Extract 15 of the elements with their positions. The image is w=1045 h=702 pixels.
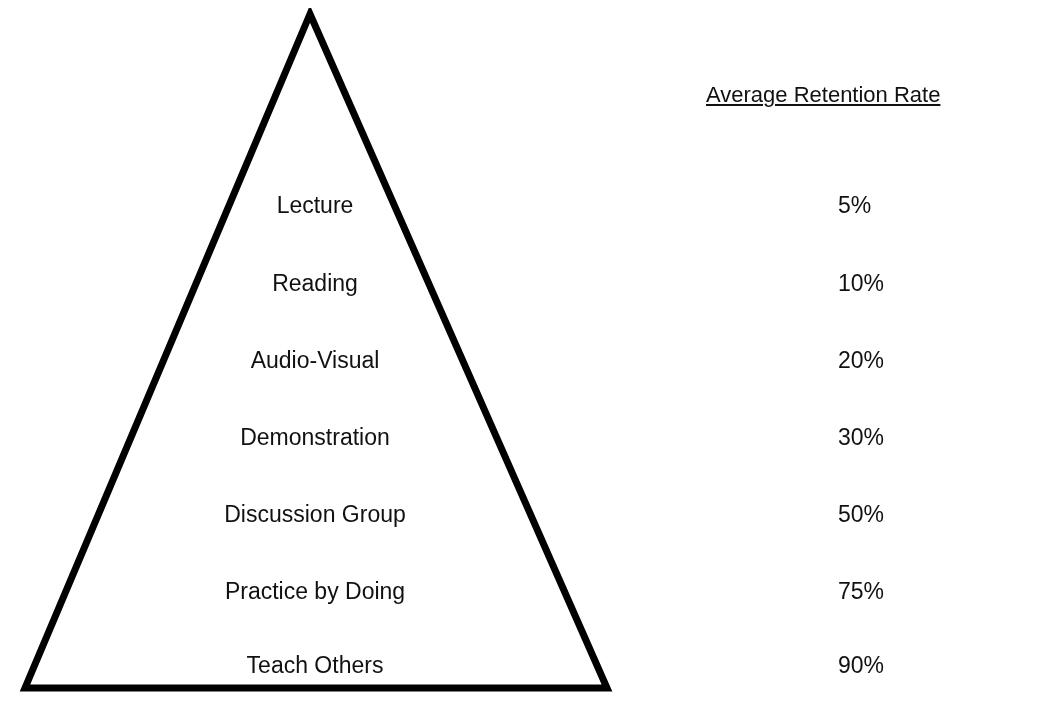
percentage-label: 75% xyxy=(838,577,885,605)
percentage-label: 90% xyxy=(838,651,885,679)
percentage-label: 30% xyxy=(838,423,885,451)
column-heading: Average Retention Rate xyxy=(706,81,941,109)
percentage-label: 20% xyxy=(838,346,885,374)
percentage-label: 50% xyxy=(838,500,885,528)
tier-label: Reading xyxy=(271,269,359,297)
tier-label: Demonstration xyxy=(239,423,391,451)
tier-label: Practice by Doing xyxy=(223,577,407,605)
tier-label: Discussion Group xyxy=(223,500,407,528)
tier-label: Teach Others xyxy=(245,651,385,679)
tier-label: Audio-Visual xyxy=(249,346,381,374)
tier-label: Lecture xyxy=(275,191,355,219)
percentage-label: 10% xyxy=(838,269,885,297)
percentage-label: 5% xyxy=(838,191,872,219)
